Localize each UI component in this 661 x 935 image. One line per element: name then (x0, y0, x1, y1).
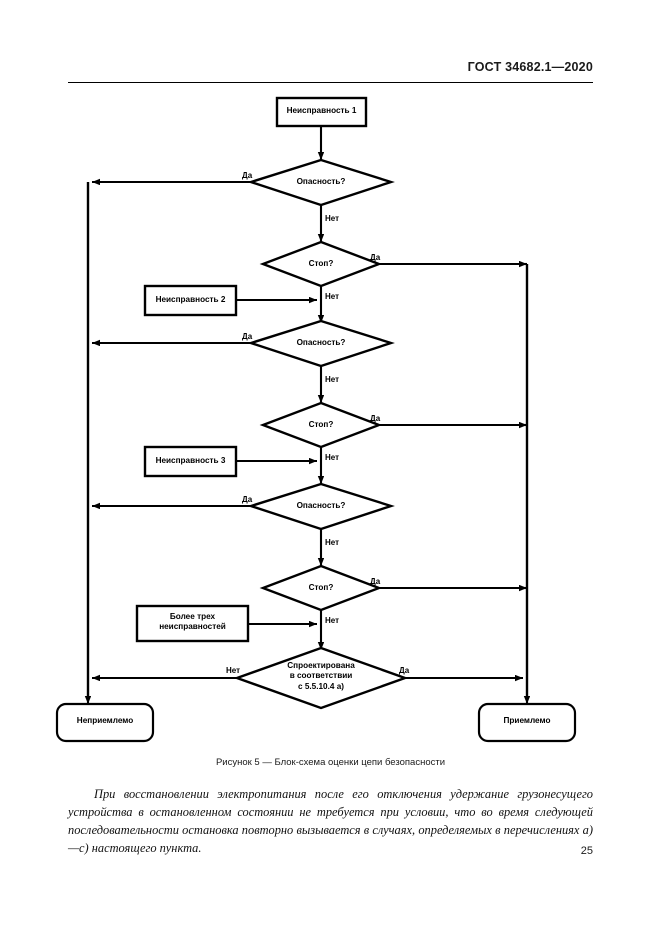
page-header-standard-number: ГОСТ 34682.1—2020 (467, 60, 593, 74)
node-designed-shape (233, 646, 409, 710)
body-paragraph: При восстановлении электропитания после … (68, 787, 593, 855)
node-more-faults-shape (135, 604, 250, 643)
node-fault3-shape (143, 445, 238, 478)
node-stop1-shape (259, 240, 383, 288)
node-danger3-shape (247, 482, 395, 531)
page-number: 25 (580, 845, 593, 857)
node-fault2-shape (143, 284, 238, 317)
flowchart-svg (55, 96, 577, 743)
header-rule (68, 82, 593, 83)
node-acceptable-shape (477, 702, 577, 743)
node-danger2-shape (247, 319, 395, 368)
node-stop3-shape (259, 564, 383, 612)
figure-caption: Рисунок 5 — Блок-схема оценки цепи безоп… (215, 757, 446, 768)
node-danger1-shape (247, 158, 395, 207)
node-fault1-shape (275, 96, 368, 128)
node-unacceptable-shape (55, 702, 155, 743)
figure-flowchart: Неисправность 1 Неисправность 2 Неисправ… (55, 96, 577, 743)
node-stop2-shape (259, 401, 383, 449)
